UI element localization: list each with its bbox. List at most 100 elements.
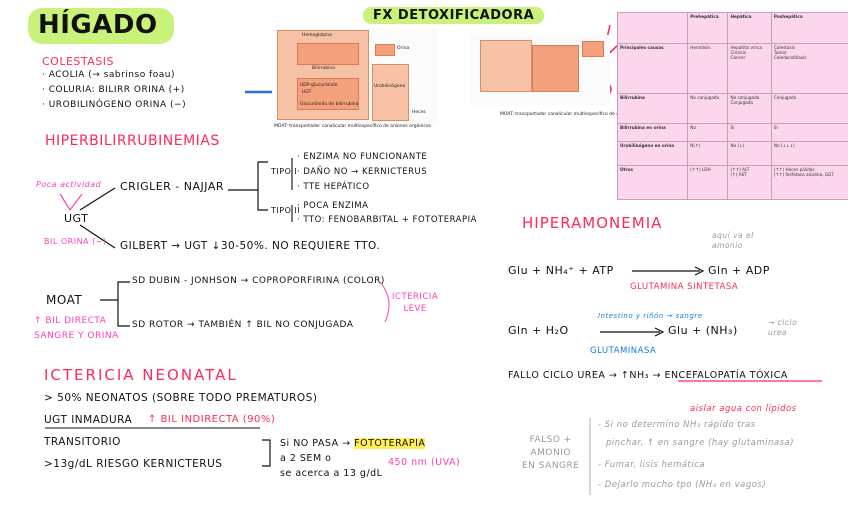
bil-directa-line: SANGRE Y ORINA <box>34 331 119 341</box>
poca-actividad-note: Poca actividad <box>36 180 102 189</box>
tipo-2-item: · POCA ENZIMA <box>297 201 369 211</box>
falso-amonio-line: AMONIO <box>530 448 571 458</box>
table-cell: Sí <box>727 123 772 142</box>
figure-caption: MOAT: transportador canalicular multiesp… <box>274 124 432 129</box>
table-cell: Bilirrubina en orina <box>616 123 689 142</box>
ciclo-urea-note: → ciclo urea <box>768 318 797 338</box>
glutamina-sintetasa: GLUTAMINA SINTETASA <box>630 282 739 292</box>
equation-1-left: Glu + NH₄⁺ + ATP <box>508 264 614 277</box>
dubin-johnson: SD DUBIN - JONHSON → COPROPORFIRINA (COL… <box>132 276 385 286</box>
figure-cell-block <box>582 41 604 57</box>
rotor: SD ROTOR → TAMBIÉN ↑ BIL NO CONJUGADA <box>132 320 354 330</box>
figure-label: Glucurónido de bilirrubina <box>300 102 359 107</box>
bil-directa-line: ↑ BIL DIRECTA <box>34 316 107 326</box>
equation-2-left: Gln + H₂O <box>508 324 569 337</box>
bil-orina-note: BIL ORINA (−) <box>44 237 107 246</box>
table-cell: No conjugada <box>687 93 729 124</box>
table-cell: (↑↑) LDH <box>687 165 729 200</box>
hiperamonemia-heading: HIPERAMONEMIA <box>522 214 663 232</box>
bil-directa-note: ↑ BIL DIRECTA SANGRE Y ORINA <box>34 314 119 344</box>
falso-amonio-label: FALSO + AMONIO EN SANGRE <box>522 434 579 473</box>
colestasis-item: · ACOLIA (→ sabrinso foau) <box>42 70 175 80</box>
ciclo-urea-line: urea <box>768 328 788 337</box>
si-no-pasa-line: se acerca a 13 g/dL <box>280 468 383 479</box>
si-no-pasa-line: a 2 SEM o <box>280 453 332 464</box>
table-cell: Hepatitis vírica Cirrosis Cáncer <box>727 43 772 94</box>
aqui-amonio-note: aquí va el amonio <box>712 231 754 251</box>
falso-amonio-item: pinchar, ↑ en sangre (hay glutaminasa) <box>606 438 795 448</box>
table-cell: Colestasis Tumor Coledocolitiasis <box>770 43 848 94</box>
ictericia-leve-line: ICTERICIA <box>392 292 439 302</box>
neonatal-line: TRANSITORIO <box>44 436 121 448</box>
table-header: Hepática <box>727 12 772 44</box>
uva-note: 450 nm (UVA) <box>388 457 461 468</box>
tipo-2-label: TIPO II <box>271 206 301 215</box>
si-no-pasa-line: Si NO PASA → FOTOTERAPIA <box>280 438 426 449</box>
tipo-1-item: · ENZIMA NO FUNCIONANTE <box>297 152 428 162</box>
si-no-pasa-note: Si NO PASA → FOTOTERAPIA a 2 SEM o se ac… <box>280 436 426 481</box>
figure-label: UDP-glucurónido <box>300 83 338 88</box>
rinon-note: Intestino y riñón → sangre <box>598 312 703 320</box>
bil-indirecta-note: ↑ BIL INDIRECTA (90%) <box>148 414 276 425</box>
fototerapia-highlight: FOTOTERAPIA <box>354 438 426 449</box>
colestasis-item: · UROBILINÓGENO ORINA (−) <box>42 100 187 110</box>
encefalopatia-toxica: ENCEFALOPATÍA TÓXICA <box>664 370 788 381</box>
page-title: HÍGADO <box>28 8 174 44</box>
falso-amonio-item: - Dejarlo mucho tpo (NH₃ en vagos) <box>598 480 767 490</box>
ictericia-leve-note: ICTERICIA LEVE <box>392 291 438 315</box>
falso-amonio-item: - Fumar, lisis hemática <box>598 460 706 470</box>
table-header: Prehepática <box>687 12 729 44</box>
ictericia-leve-line: LEVE <box>403 304 427 314</box>
colestasis-heading: COLESTASIS <box>42 55 114 68</box>
neonatal-line: UGT INMADURA <box>44 414 133 426</box>
fallo-ciclo-urea: FALLO CICLO UREA → ↑NH₃ → ENCEFALOPATÍA … <box>508 370 788 381</box>
tipo-1-item: · DAÑO NO → KERNICTERUS <box>297 167 428 177</box>
tipo-2-item: · TTO: FENOBARBITAL + FOTOTERAPIA <box>297 215 477 225</box>
bilirubin-metabolism-figure: Bilirrubina UDP-glucurónido UGT Glucurón… <box>272 28 437 126</box>
bilirubin-metabolism-figure-2 <box>470 35 610 105</box>
figure-label: Heces <box>412 110 426 115</box>
figure-cell-block <box>532 45 579 92</box>
crigler-najjar: CRIGLER - NAJJAR <box>120 180 224 193</box>
table-cell: Bilirrubina <box>616 93 689 124</box>
gilbert-line: GILBERT → UGT ↓30-50%. NO REQUIERE TTO. <box>120 240 381 252</box>
table-cell: Sí <box>770 123 848 142</box>
equation-1-right: Gln + ADP <box>708 264 770 277</box>
colestasis-item: · COLURIA: BILIRR ORINA (+) <box>42 85 185 95</box>
table-cell: (↑↑) ALT (↑) AST <box>727 165 772 200</box>
figure-cell-block <box>297 78 359 110</box>
table-cell: No (↓) <box>727 141 772 166</box>
table-cell: Conjugada <box>770 93 848 124</box>
figure-label: Urobilinógeno <box>374 84 406 89</box>
neonatal-line: >13g/dL RIESGO KERNICTERUS <box>44 458 223 470</box>
neonatal-line: > 50% NEONATOS (SOBRE TODO PREMATUROS) <box>44 392 318 404</box>
ugt-label: UGT <box>64 212 89 225</box>
table-header <box>616 12 689 44</box>
ciclo-urea-line: → ciclo <box>768 318 798 327</box>
figure-hepatocyte <box>480 40 532 92</box>
falso-amonio-item: - Si no determino NH₃ rápido tras <box>598 420 756 430</box>
neonatal-heading: ICTERICIA NEONATAL <box>44 366 238 384</box>
figure-gut <box>372 64 409 121</box>
figure-label: Hemoglobina <box>302 33 332 38</box>
aislar-note: aislar agua con lípidos <box>690 404 797 414</box>
table-cell: Hemólisis <box>687 43 729 94</box>
table-cell: Otros <box>616 165 689 200</box>
falso-amonio-line: EN SANGRE <box>522 461 580 471</box>
moat-label: MOAT <box>46 293 83 307</box>
table-cell: (↑↑) Heces pálidas (↑↑) fosfatasa alcali… <box>770 165 848 200</box>
hiperbili-heading: HIPERBILIRRUBINEMIAS <box>45 133 220 149</box>
tipo-1-label: TIPO I <box>271 167 298 176</box>
aqui-amonio-line: amonio <box>712 241 743 250</box>
table-cell: No <box>687 123 729 142</box>
table-cell: No (↓↓↓) <box>770 141 848 166</box>
table-header: Poshepática <box>770 12 848 44</box>
table-cell: No conjugada Conjugada <box>727 93 772 124</box>
aqui-amonio-line: aquí va el <box>712 231 754 240</box>
falso-amonio-line: FALSO + <box>529 435 572 445</box>
table-cell: N(↑) <box>687 141 729 166</box>
tipo-1-item: · TTE HEPÁTICO <box>297 182 370 192</box>
table-cell: Urobilinógeno en orina <box>616 141 689 166</box>
figure-label: Orina <box>397 46 410 51</box>
figure-cell-block <box>297 43 359 65</box>
